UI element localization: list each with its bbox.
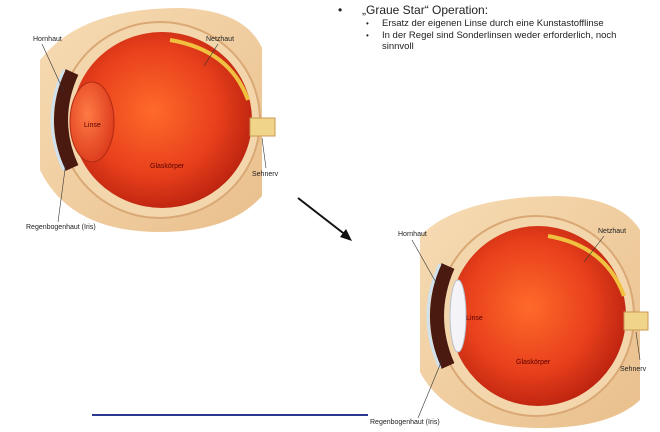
eye-after: Hornhaut Netzhaut Linse Glaskörper Sehne… <box>370 196 648 428</box>
artificial-lens <box>450 280 466 352</box>
label-sehnerv: Sehnerv <box>252 171 279 178</box>
label-linse: Linse <box>84 122 101 129</box>
eye-before: Hornhaut Netzhaut Linse Glaskörper Sehne… <box>26 8 279 232</box>
footer-rule <box>92 414 368 416</box>
optic-nerve <box>250 118 275 136</box>
leader-line <box>262 138 266 168</box>
label-iris: Regenbogenhaut (Iris) <box>370 419 440 426</box>
label-linse: Linse <box>466 315 483 322</box>
label-netzhaut: Netzhaut <box>206 36 234 43</box>
label-hornhaut: Hornhaut <box>33 36 62 43</box>
label-glaskoerper: Glaskörper <box>150 163 185 170</box>
label-glaskoerper: Glaskörper <box>516 359 551 366</box>
label-netzhaut: Netzhaut <box>598 228 626 235</box>
label-sehnerv: Sehnerv <box>620 366 647 373</box>
optic-nerve <box>624 312 648 330</box>
label-iris: Regenbogenhaut (Iris) <box>26 224 96 231</box>
label-hornhaut: Hornhaut <box>398 231 427 238</box>
arrow-line <box>298 198 347 236</box>
